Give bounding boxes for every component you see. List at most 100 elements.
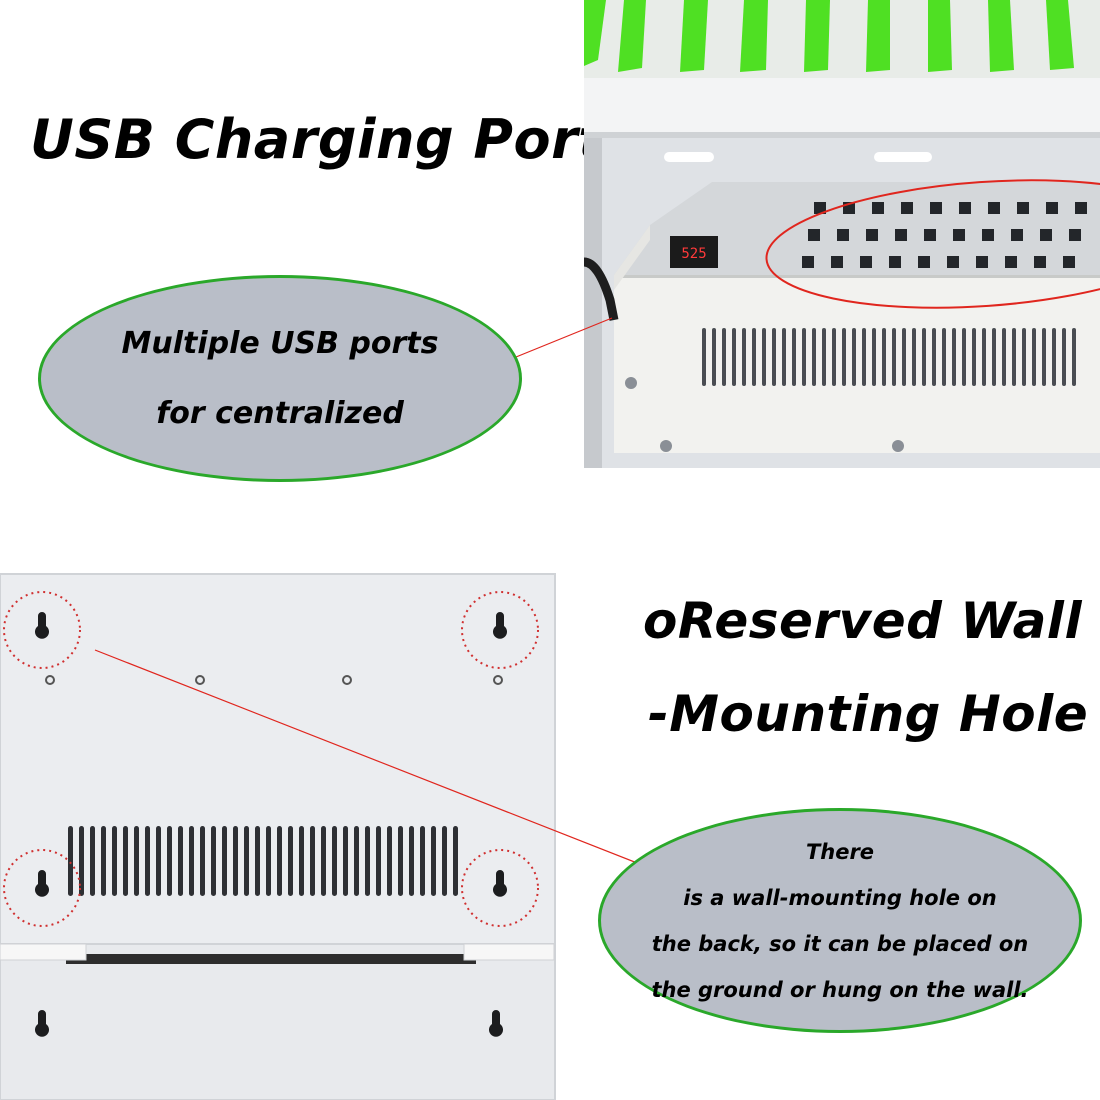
vent-slot [942,328,946,386]
vent-slot [222,826,227,896]
vent-slot [134,826,139,896]
vent-slot [772,328,776,386]
vent-slot [992,328,996,386]
vent-slot [822,328,826,386]
screw-icon [660,440,672,452]
vent-slot [123,826,128,896]
vent-slot [431,826,436,896]
vent-slot [354,826,359,896]
vent-slot [1022,328,1026,386]
vent-slot [862,328,866,386]
vent-slot [792,328,796,386]
wall-mounting-heading-line1: oReserved Wall [643,592,1083,650]
usb-port [837,229,849,241]
usb-port [866,229,878,241]
keyhole-icon [35,1010,49,1037]
vent-slot [752,328,756,386]
hub-vents [702,328,1076,386]
vent-slot [1072,328,1076,386]
vent-slot [702,328,706,386]
vent-slot [321,826,326,896]
usb-port [1005,256,1017,268]
vent-slot [332,826,337,896]
usb-charging-port-heading: USB Charging Port [30,108,605,171]
vent-slot [932,328,936,386]
vent-slot [902,328,906,386]
keyhole-icon [493,870,507,897]
vent-slot [200,826,205,896]
vent-slot [972,328,976,386]
vent-slot [1042,328,1046,386]
bubble-text-line: the ground or hung on the wall. [651,977,1029,1002]
usb-port [1034,256,1046,268]
usb-port [860,256,872,268]
vent-slot [742,328,746,386]
vent-slot [156,826,161,896]
vent-slot [101,826,106,896]
vent-slot [68,826,73,896]
vent-slot [872,328,876,386]
bubble-text-line: There [805,839,875,864]
vent-slot [90,826,95,896]
usb-port [808,229,820,241]
vent-slot [376,826,381,896]
screw-icon [625,377,637,389]
usb-port [889,256,901,268]
usb-hub-photo: 525 [584,0,1100,500]
bubble-text-line: for centralized [156,395,404,431]
vent-slot [244,826,249,896]
usb-port [1040,229,1052,241]
back-panel-photo [0,572,560,1100]
vent-slot [812,328,816,386]
vent-slot [387,826,392,896]
usb-port [924,229,936,241]
usb-port [1075,202,1087,214]
usb-port-grid [802,202,1087,268]
vent-slot [882,328,886,386]
usb-port [895,229,907,241]
vent-slot [1002,328,1006,386]
wall-mounting-heading-line2: -Mounting Hole [648,685,1089,743]
vent-slot [842,328,846,386]
vent-slot [79,826,84,896]
vent-slot [732,328,736,386]
usb-port [1011,229,1023,241]
usb-port [1063,256,1075,268]
usb-port [814,202,826,214]
usb-port [1069,229,1081,241]
vent-slot [255,826,260,896]
vent-slot [712,328,716,386]
usb-port [959,202,971,214]
keyhole-icon [35,612,49,639]
vent-slot [178,826,183,896]
usb-port [930,202,942,214]
vent-slot [420,826,425,896]
usb-port [872,202,884,214]
vent-slot [912,328,916,386]
vent-slot [802,328,806,386]
vent-slot [211,826,216,896]
usb-port [918,256,930,268]
vent-slot [852,328,856,386]
keyhole-icon [493,612,508,639]
bubble-text-line: is a wall-mounting hole on [683,885,997,910]
vent-slot [922,328,926,386]
usb-port [831,256,843,268]
vent-slot [832,328,836,386]
usb-port [976,256,988,268]
keyhole-mounting-holes [35,612,508,1037]
usb-port [982,229,994,241]
voltage-display [670,236,718,268]
vent-slot [167,826,172,896]
green-divider-slots [584,0,1074,72]
vent-slot [266,826,271,896]
vent-slot [952,328,956,386]
usb-port [947,256,959,268]
vent-slot [409,826,414,896]
wall-mount-callout-bubble: There is a wall-mounting hole on the bac… [598,808,1082,1033]
vent-slot [112,826,117,896]
vent-slot [145,826,150,896]
usb-port [802,256,814,268]
usb-port [901,202,913,214]
vent-slot [310,826,315,896]
